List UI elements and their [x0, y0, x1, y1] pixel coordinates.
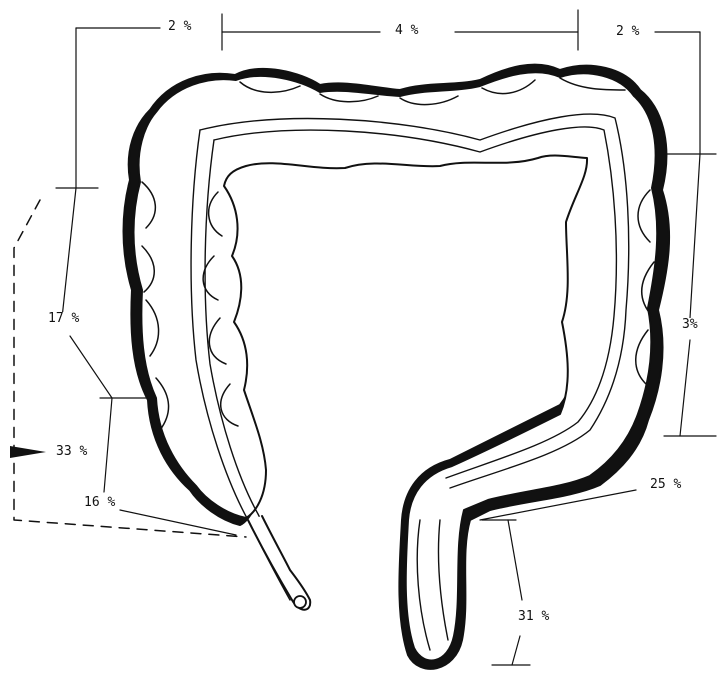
label-right-total: 33 %	[54, 445, 89, 459]
label-ascending: 17 %	[46, 312, 81, 326]
label-rectum: 31 %	[516, 610, 551, 624]
appendix-tip	[294, 596, 306, 608]
arrow-icon	[10, 446, 46, 458]
label-2pct-right: 2 %	[614, 25, 641, 39]
label-sigmoid: 25 %	[648, 478, 683, 492]
label-cecum: 16 %	[82, 496, 117, 510]
colon-body	[134, 72, 658, 660]
label-transverse: 4 %	[393, 24, 420, 38]
label-2pct-left: 2 %	[166, 20, 193, 34]
label-descending: 3%	[680, 318, 700, 332]
